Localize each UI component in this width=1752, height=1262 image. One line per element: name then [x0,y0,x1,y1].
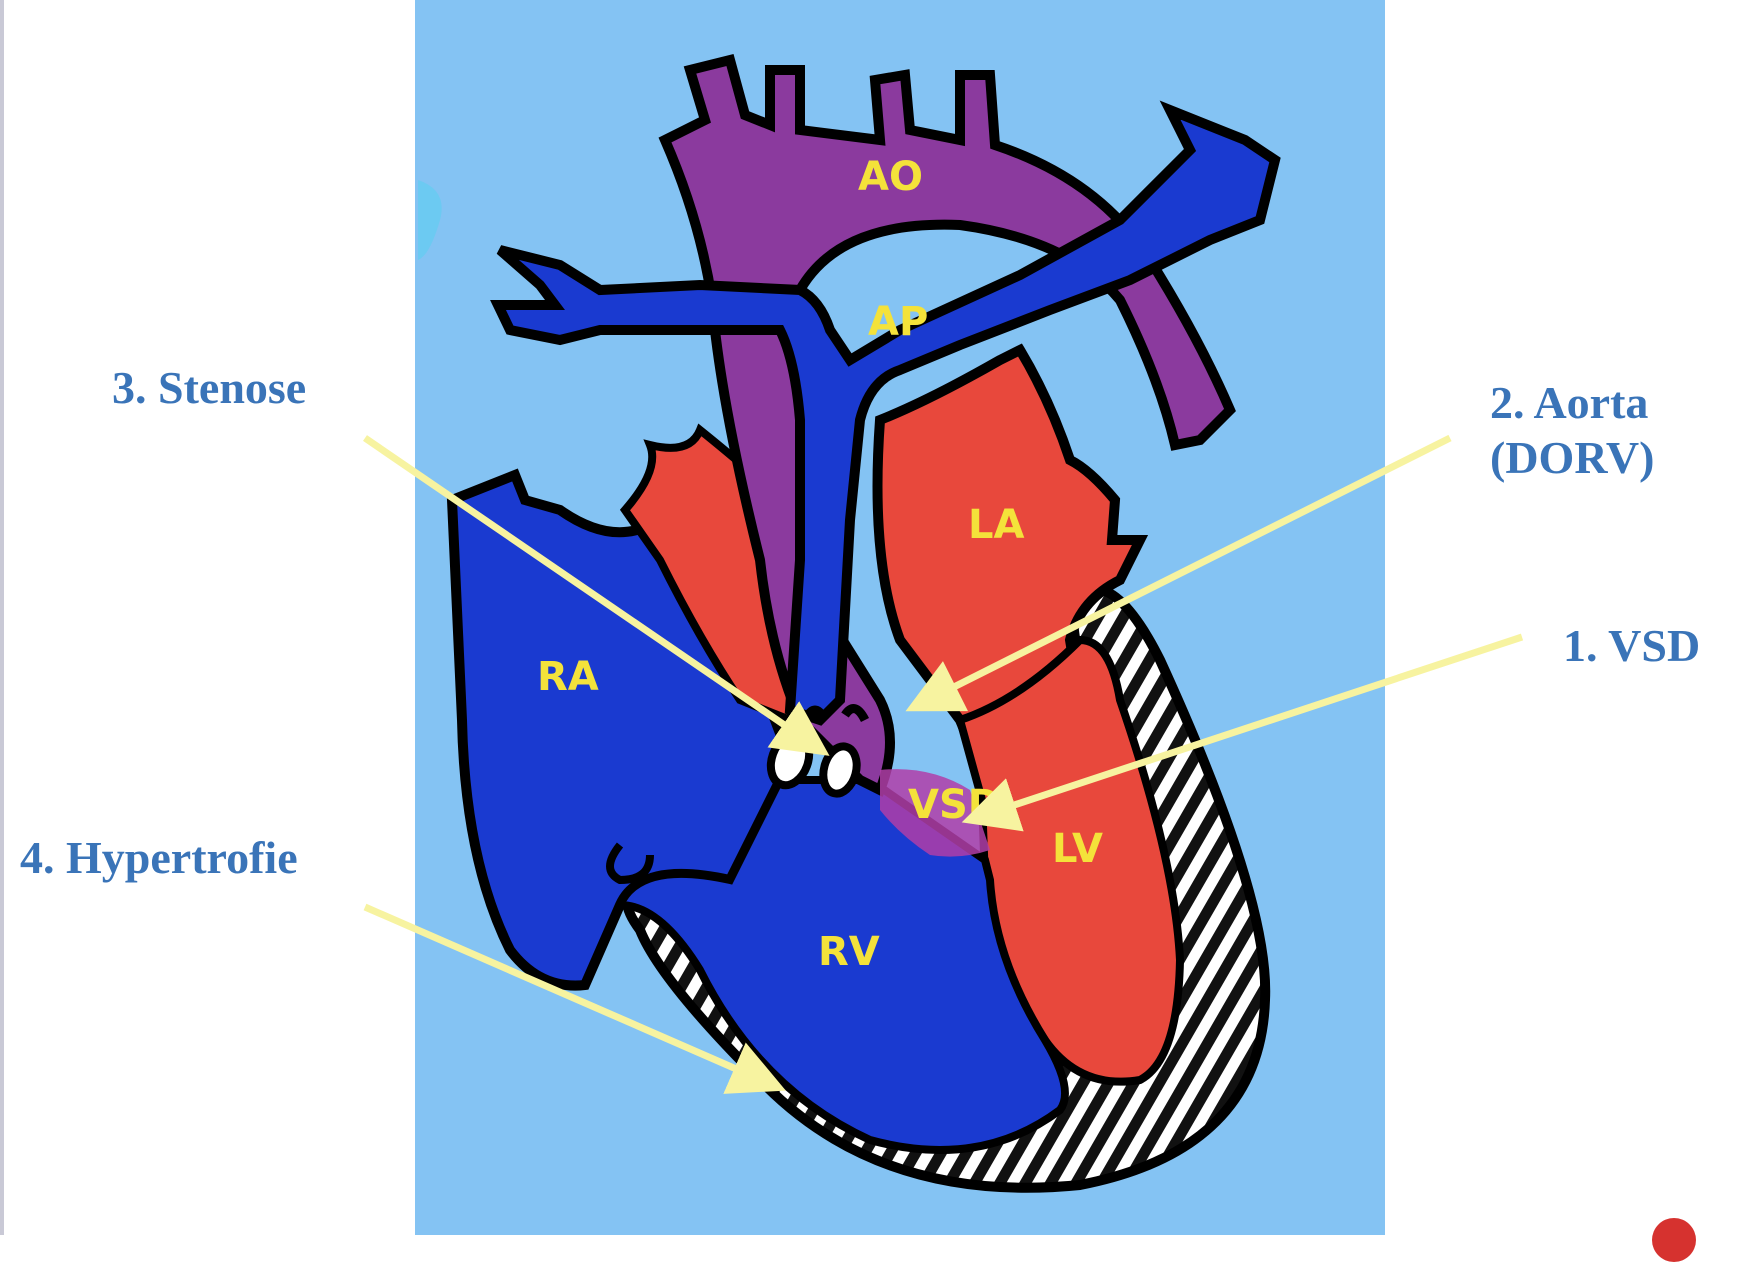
arrow-stenose [363,435,830,756]
label-rv: RV [818,929,880,975]
right-ventricle [613,776,1069,1154]
label-ao: AO [858,154,923,200]
label-ra: RA [537,654,599,700]
slide: AO AP LA RA VSD LV RV 3. Stenose 2. Aort… [0,0,1701,1262]
arrow-hypertrofie [363,903,786,1094]
arrow-aorta [905,434,1452,712]
callout-hypertrofie: 4. Hypertrofie [20,832,298,883]
callout-aorta: 2. Aorta (DORV) [1490,375,1654,485]
label-la: LA [968,502,1024,548]
label-lv: LV [1052,826,1103,872]
label-vsd: VSD [908,782,1001,828]
callout-vsd: 1. VSD [1563,620,1701,671]
slide-left-border [0,0,4,1235]
background-artifact [418,180,442,260]
arrow-vsd [961,633,1524,832]
callout-aorta-line2: (DORV) [1490,432,1655,484]
corner-marker [1652,1218,1696,1262]
callout-stenose: 3. Stenose [112,362,307,413]
pulmonary-artery [490,100,1281,726]
tricuspid-hook [606,842,654,885]
callout-aorta-line1: 2. Aorta [1490,377,1649,428]
heart-diagram: AO AP LA RA VSD LV RV [363,0,1524,1235]
label-ap: AP [868,299,928,345]
